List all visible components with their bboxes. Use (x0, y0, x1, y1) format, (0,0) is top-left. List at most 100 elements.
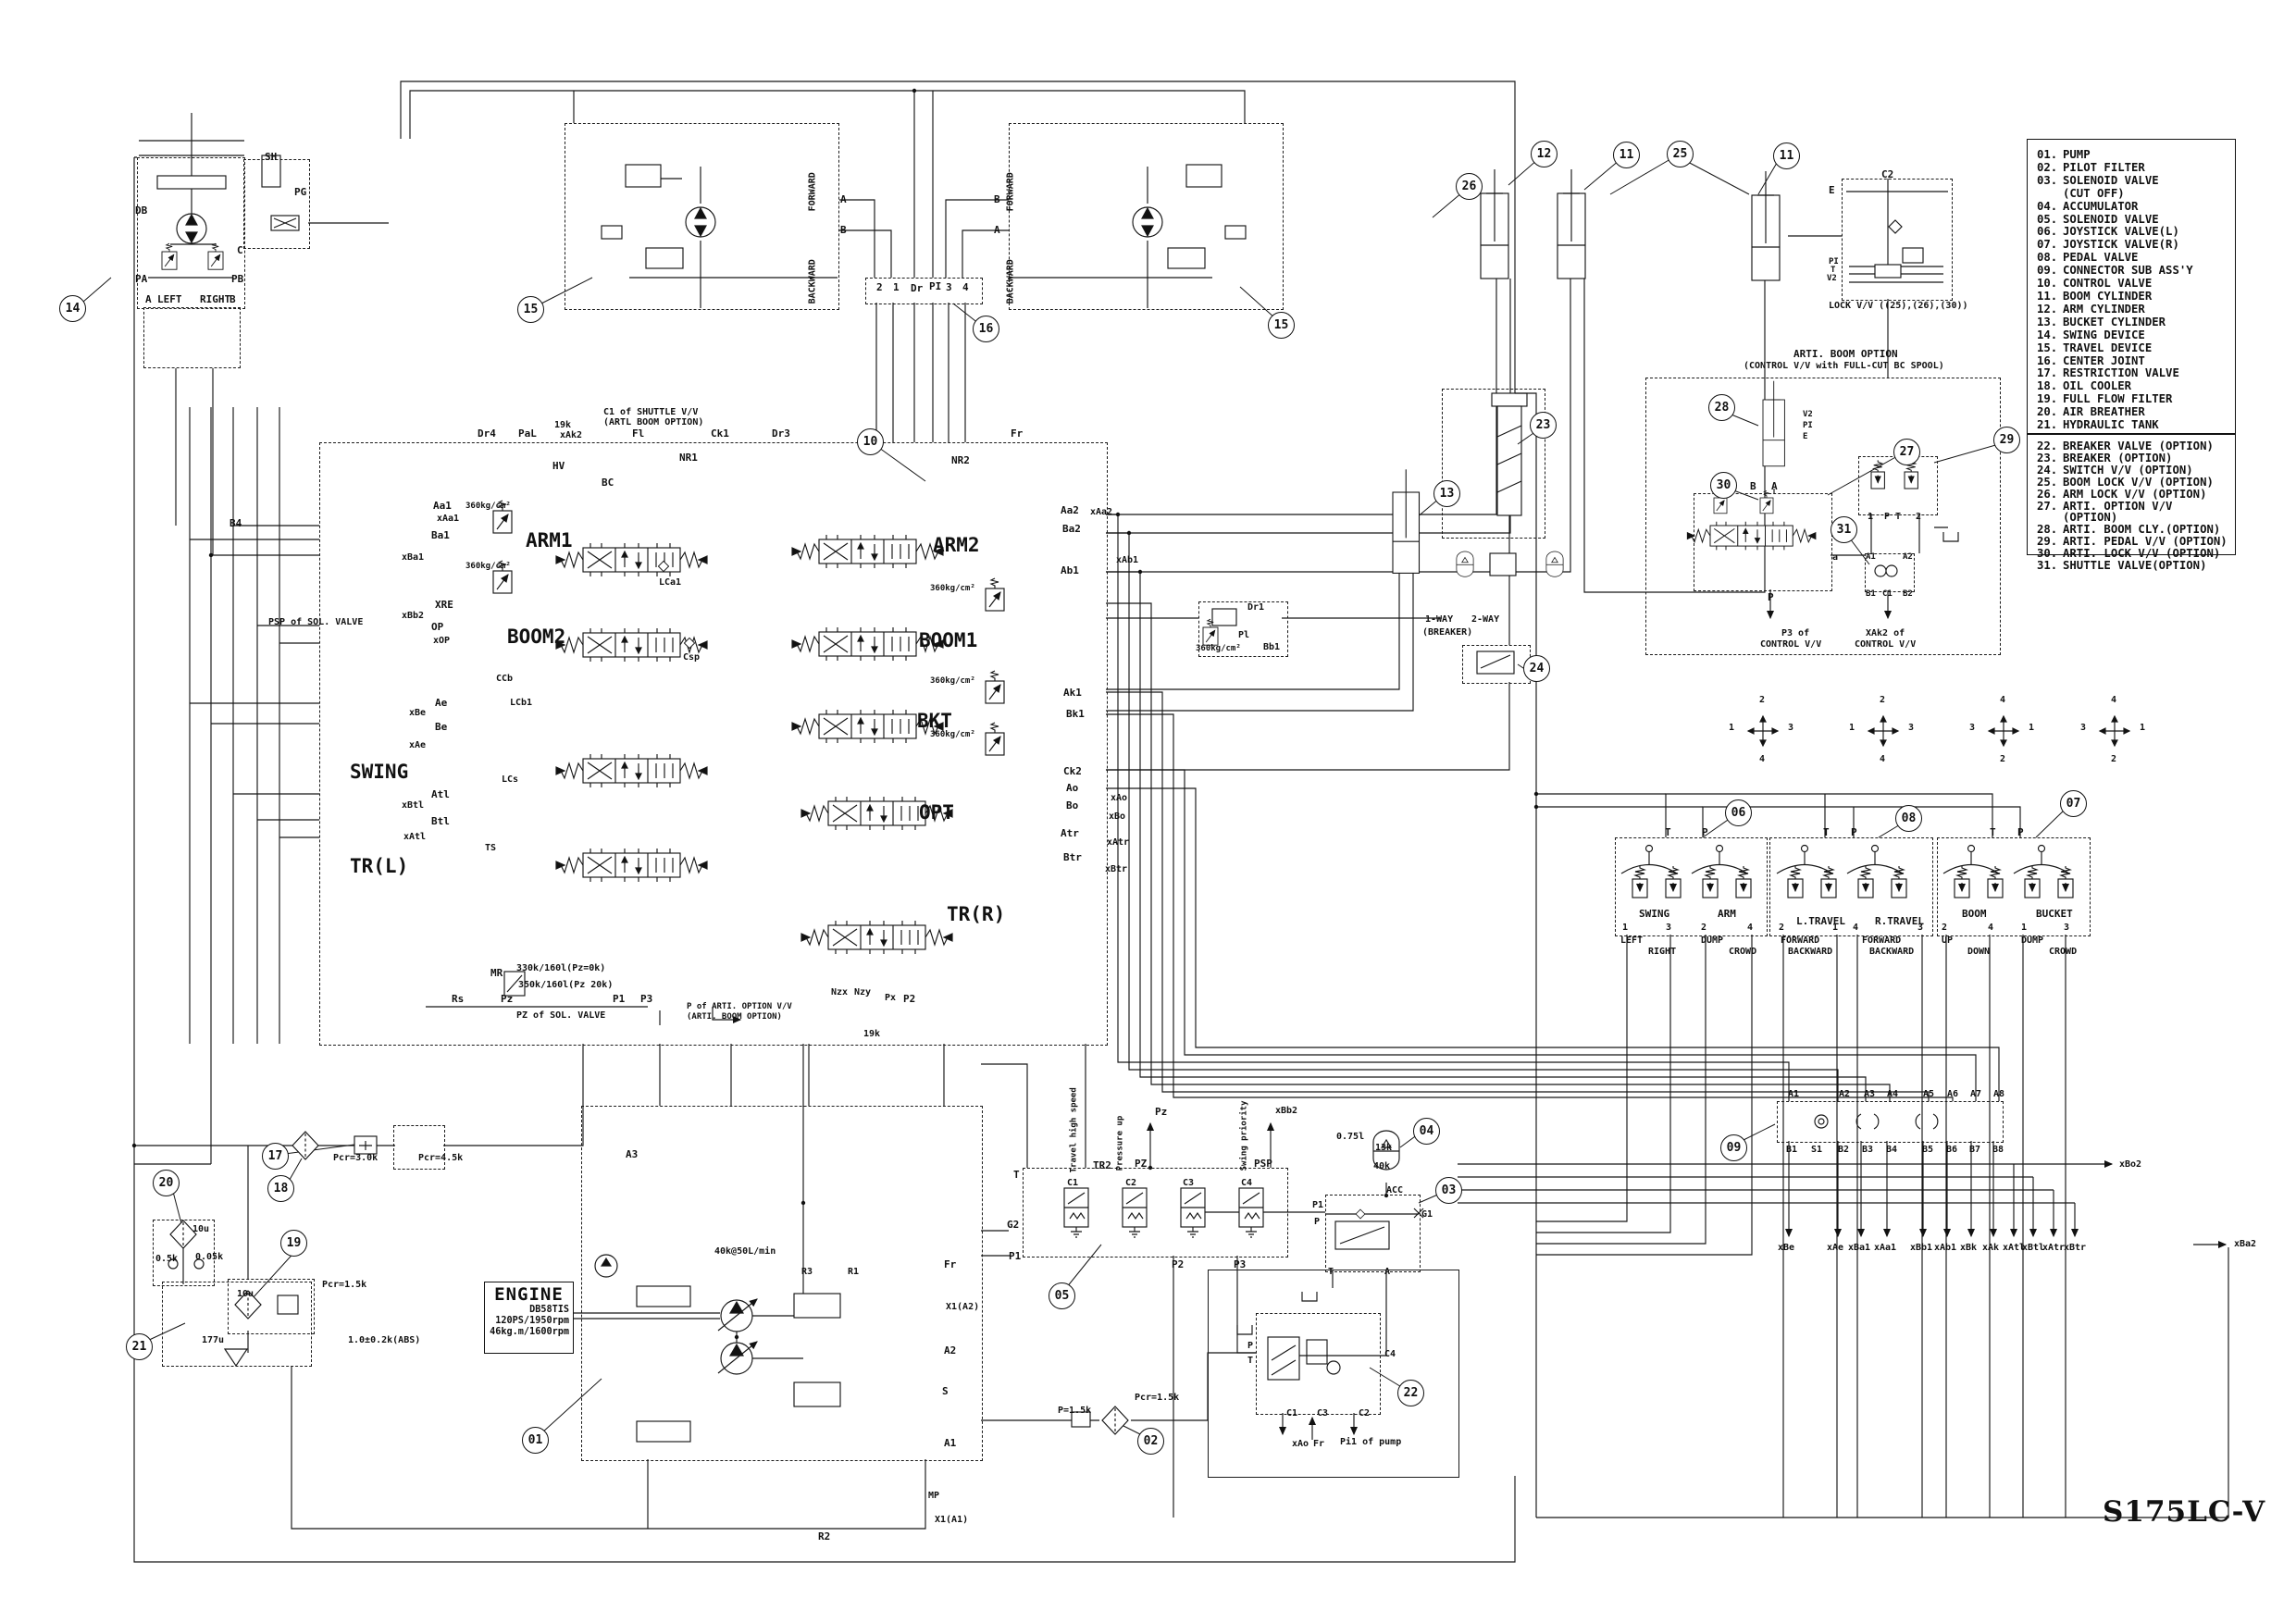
engine-spec-box: ENGINE DB58TIS 120PS/1950rpm 46kg.m/1600… (484, 1282, 574, 1354)
label: XRE (435, 599, 453, 611)
label: Aa1 (433, 500, 452, 512)
label: 2 (2111, 754, 2117, 764)
callout-23: 23 (1530, 412, 1557, 439)
label: C1 (1067, 1178, 1079, 1188)
label: xAe (409, 740, 427, 750)
label: 4 (1759, 754, 1766, 764)
callout-11: 11 (1613, 142, 1640, 168)
label: xAa1 (437, 514, 460, 524)
callout-08: 08 (1895, 805, 1922, 832)
label: ARM1 (526, 529, 573, 551)
legend-item: 03.SOLENOID VALVE (CUT OFF) (2037, 173, 2159, 200)
label: P (1884, 512, 1891, 522)
label: 360kg/cm² (465, 562, 511, 571)
label: Atr (1061, 827, 1079, 839)
label: BOOM1 (919, 629, 978, 651)
label: xOP (433, 636, 451, 646)
callout-15: 15 (517, 296, 544, 323)
label: 2 (1759, 695, 1766, 705)
label: BACKWARD (807, 259, 818, 304)
legend-item: 24.SWITCH V/V (OPTION) (2037, 463, 2193, 477)
label: 4 (1747, 923, 1754, 933)
label: G1 (1421, 1209, 1433, 1220)
engine-title: ENGINE (494, 1284, 564, 1305)
label: xBa2 (2234, 1239, 2257, 1249)
label: Bb1 (1263, 642, 1281, 652)
label: T (1665, 826, 1671, 838)
label: R1 (848, 1267, 860, 1277)
label: Pressure up (1115, 1115, 1125, 1171)
callout-18: 18 (267, 1175, 294, 1202)
legend-item: 26.ARM LOCK V/V (OPTION) (2037, 487, 2207, 501)
label: 350k/160l(Pz 20k) (518, 980, 614, 990)
label: 1 (1622, 923, 1629, 933)
label: CROWD (2049, 947, 2078, 957)
label: Pz (501, 993, 514, 1005)
label: A7 (1970, 1089, 1982, 1099)
label: 1 (2021, 923, 2028, 933)
label: Ba2 (1062, 523, 1081, 535)
label: TR(L) (350, 855, 409, 877)
label: PB (231, 273, 244, 285)
callout-09: 09 (1720, 1134, 1747, 1161)
label: Swing priority (1239, 1100, 1249, 1171)
label: Pcr=1.5k (1135, 1393, 1180, 1403)
label: xBa1 (1848, 1243, 1871, 1253)
label: Fr (1313, 1439, 1325, 1449)
label: A1 (944, 1437, 957, 1449)
label: 1 (1832, 923, 1839, 933)
label: 40k@50L/min (714, 1246, 776, 1257)
label: SWING (350, 761, 409, 783)
label: BC (602, 477, 614, 489)
label: RIGHT (1648, 947, 1677, 957)
label: PI (1803, 421, 1813, 430)
label: L.TRAVEL (1796, 915, 1845, 927)
label: NR1 (679, 452, 698, 464)
label: Fl (632, 427, 645, 440)
label: Dr4 (478, 427, 496, 440)
callout-28: 28 (1708, 394, 1735, 421)
label: FORWARD (1005, 172, 1016, 212)
callout-12: 12 (1531, 141, 1558, 167)
label: Fr (1011, 427, 1024, 440)
label: 4 (1988, 923, 1994, 933)
legend-item: 15.TRAVEL DEVICE (2037, 341, 2153, 354)
callout-06: 06 (1725, 799, 1752, 826)
callout-14: 14 (59, 295, 86, 322)
label: 2 (1942, 923, 1948, 933)
label: C1 (1286, 1408, 1298, 1419)
label: R.TRAVEL (1875, 915, 1924, 927)
label: C3 (1317, 1408, 1329, 1419)
callout-02: 02 (1137, 1428, 1164, 1455)
label: 3 (1908, 723, 1915, 733)
label: CCb (496, 674, 514, 684)
callout-22: 22 (1397, 1380, 1424, 1406)
label: xAk (1982, 1243, 2000, 1253)
legend-item: 21.HYDRAULIC TANK (2037, 418, 2159, 432)
label: P of ARTI. OPTION V/V (687, 1002, 792, 1011)
label: 19k (863, 1029, 881, 1039)
label: C2 (1881, 168, 1894, 180)
label: P3 (1234, 1258, 1247, 1270)
label: 0.75l (1336, 1132, 1365, 1142)
label: Fr (944, 1258, 957, 1270)
label: C3 (1183, 1178, 1195, 1188)
callout-27: 27 (1893, 439, 1920, 465)
label: B (1750, 480, 1756, 492)
label: 1 (893, 281, 900, 293)
label: C2 (1359, 1408, 1371, 1419)
label: Px (885, 993, 897, 1003)
label: Btl (431, 815, 450, 827)
label: Ck1 (711, 427, 729, 440)
callout-05: 05 (1049, 1282, 1075, 1309)
label: C1 (1882, 589, 1893, 599)
label: TR2 (1093, 1159, 1111, 1171)
label: T (1990, 826, 1996, 838)
label: NR2 (951, 454, 970, 466)
label: R3 (801, 1267, 813, 1277)
label: T (1328, 1267, 1334, 1277)
label: A1 (1788, 1089, 1800, 1099)
label: xBo (1109, 812, 1126, 822)
label: P (1768, 591, 1774, 603)
